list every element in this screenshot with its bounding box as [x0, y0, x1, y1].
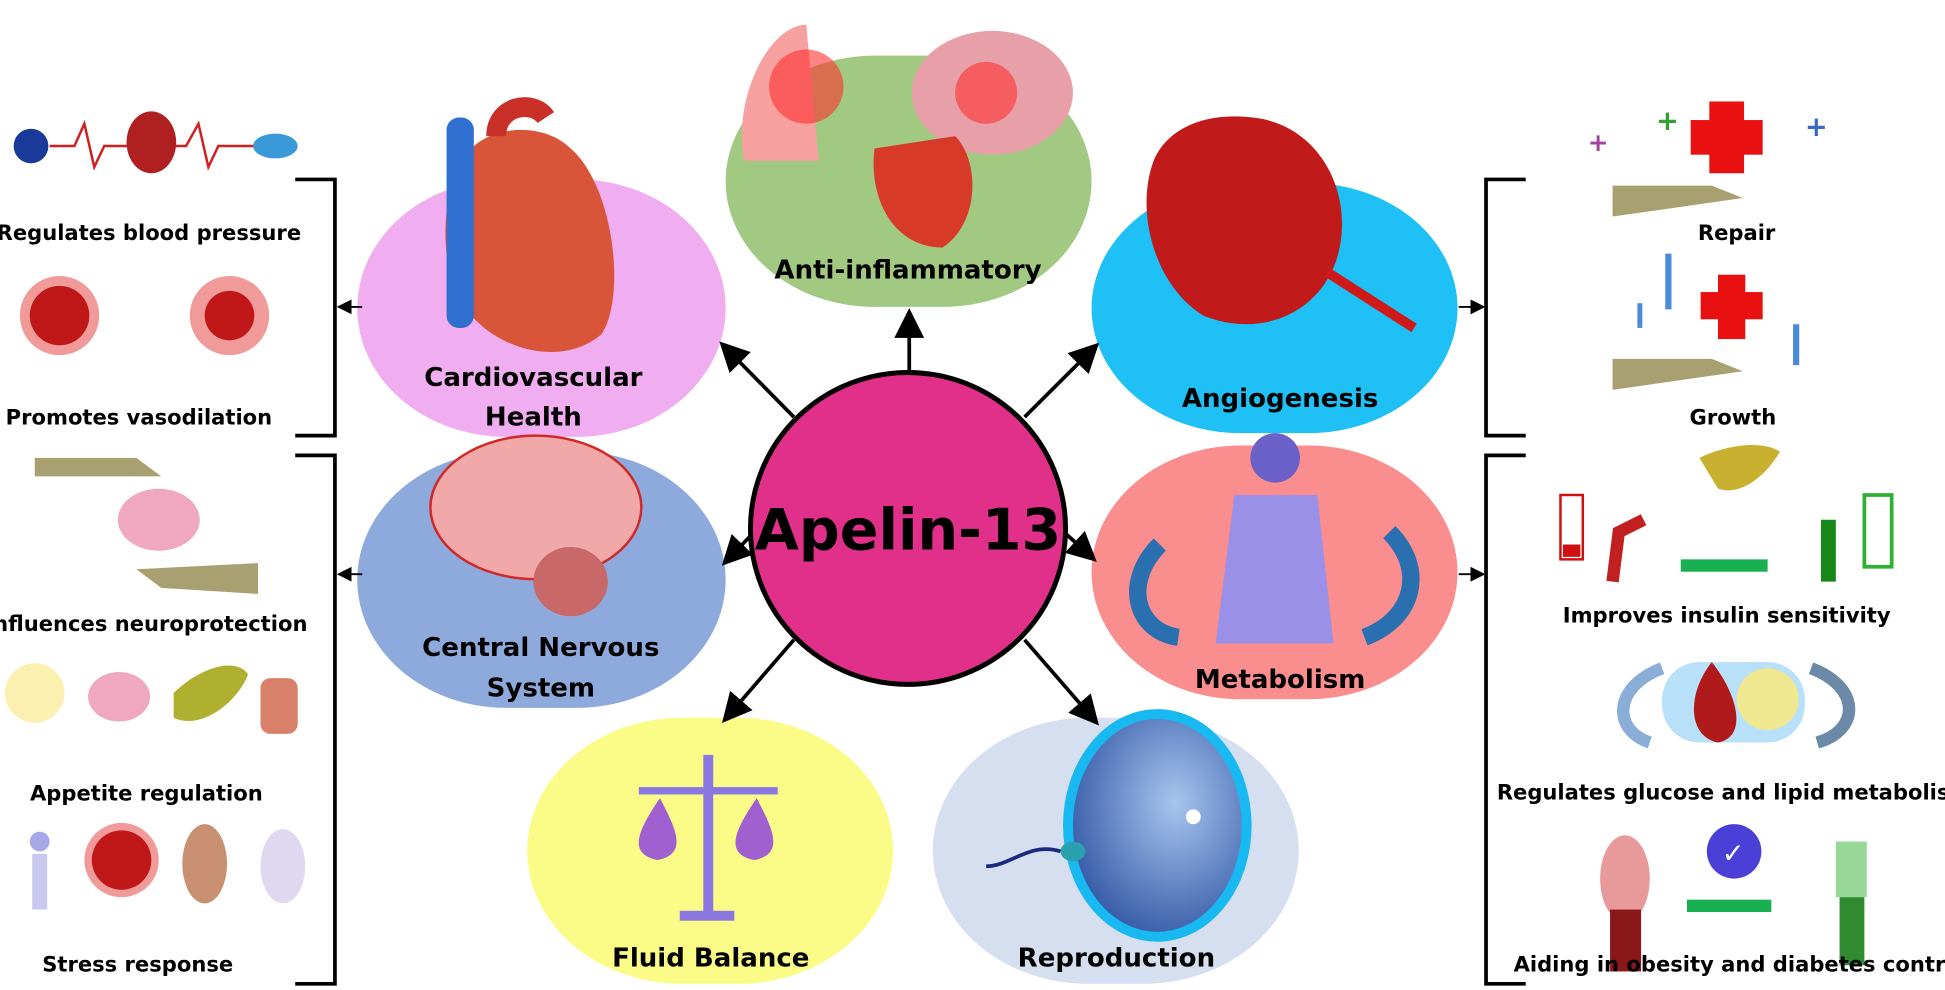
metab-label: Metabolism — [1195, 665, 1366, 695]
obesity-diabetes-icon: ✓ — [1600, 824, 1867, 972]
svg-text:+: + — [1656, 106, 1679, 137]
repair-icon: + + + — [1588, 101, 1828, 217]
left-top-label: Regulates blood pressure — [0, 220, 301, 245]
right-top-bracket — [1484, 177, 1526, 438]
egg-sperm-icon — [986, 709, 1252, 942]
right-top-label: Repair — [1698, 220, 1776, 245]
right-bottom-label: Aiding in obesity and diabetes control — [1514, 951, 1945, 976]
vasodilation-icon — [19, 275, 270, 356]
left-top-label: Promotes vasodilation — [6, 404, 272, 429]
glucose-lipid-icon — [1617, 662, 1856, 749]
svg-text:+: + — [1588, 128, 1609, 157]
right-top-label: Growth — [1690, 404, 1777, 429]
inflam-label: Anti-inflammatory — [774, 255, 1041, 285]
angio-label: Angiogenesis — [1182, 384, 1379, 414]
fluid-label: Fluid Balance — [612, 944, 809, 974]
stress-icon — [29, 822, 306, 910]
left-bottom-label: Appetite regulation — [30, 781, 263, 806]
svg-text:✓: ✓ — [1722, 839, 1745, 870]
left-bottom-label: Influences neuroprotection — [0, 611, 307, 636]
growth-icon — [1612, 253, 1800, 390]
brain-icon — [429, 434, 643, 617]
left-top-bracket — [295, 177, 337, 438]
human-body-icon — [1129, 433, 1420, 646]
appetite-icon — [4, 663, 298, 734]
cns-label-2: System — [487, 674, 595, 704]
center-label: Apelin-13 — [755, 498, 1061, 564]
svg-text:+: + — [1805, 112, 1828, 143]
right-bottom-label: Improves insulin sensitivity — [1563, 602, 1891, 627]
cardio-label: Cardiovascular — [424, 363, 642, 393]
left-bottom-bracket — [295, 453, 337, 986]
lungs-brain-icon — [741, 24, 1073, 248]
center-circle — [747, 370, 1069, 687]
repro-label: Reproduction — [1018, 944, 1215, 974]
arrows — [336, 299, 1486, 726]
cns-label: Central Nervous — [422, 633, 659, 663]
heart-icon — [445, 97, 615, 353]
blood-pressure-icon — [13, 111, 298, 174]
neuroprotection-icon — [34, 457, 259, 594]
right-bottom-label: Regulates glucose and lipid metabolism — [1497, 779, 1945, 804]
insulin-icon — [1559, 444, 1894, 583]
cardio-label-2: Health — [485, 403, 582, 433]
scale-icon — [638, 754, 778, 921]
blood-vessel-mass-icon — [1146, 116, 1417, 333]
left-bottom-label: Stress response — [42, 951, 233, 976]
right-bottom-bracket — [1484, 453, 1526, 986]
